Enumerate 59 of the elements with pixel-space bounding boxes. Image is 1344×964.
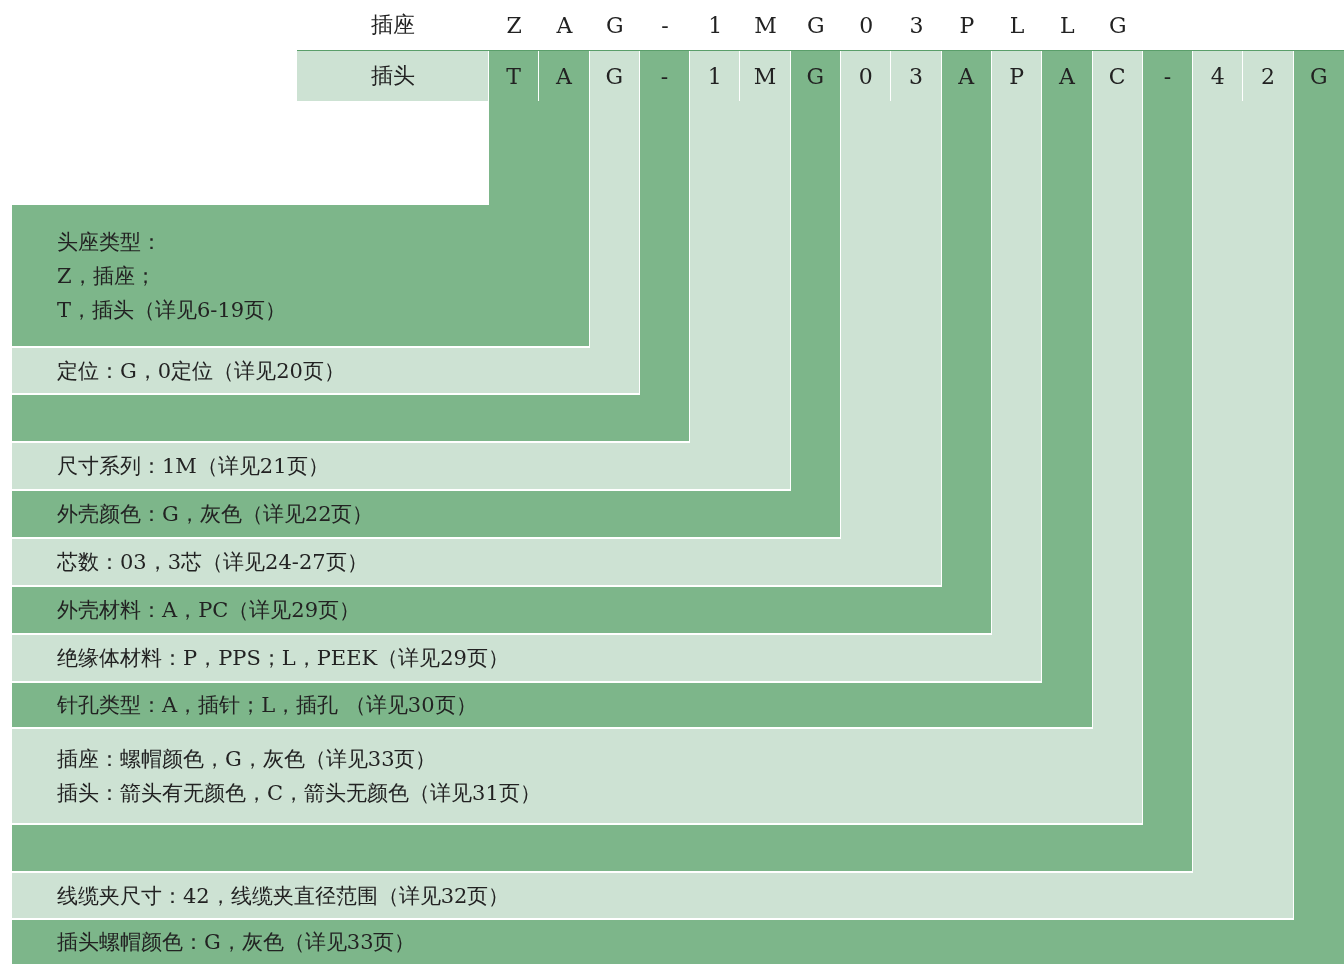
code-band (12, 920, 1344, 964)
row-title: 插座 (371, 11, 415, 39)
code-band (12, 873, 1293, 918)
code-letter: A (556, 12, 573, 38)
band-text: 尺寸系列：1M（详见21页） (57, 453, 330, 480)
header-cell: - (639, 51, 690, 101)
code-letter: - (661, 12, 669, 38)
code-letter: G (807, 12, 825, 38)
band-text: 外壳材料：A，PC（详见29页） (57, 597, 362, 624)
header-cell: G (790, 51, 841, 101)
band-bar (12, 825, 1193, 871)
code-band (12, 491, 841, 537)
code-letter: G (605, 12, 624, 38)
header-cell: A (539, 51, 589, 101)
band-text: 针孔类型：A，插针；L，插孔 （详见30页） (57, 692, 478, 719)
header-cell: 0 (841, 51, 891, 101)
band-text: T，插头（详见6-19页） (57, 296, 288, 324)
header-cell: 1 (690, 51, 740, 101)
code-letter: Z (506, 12, 522, 38)
band-text: 绝缘体材料：P，PPS；L，PEEK（详见29页） (57, 645, 510, 672)
code-band (12, 635, 1042, 681)
code-letter: L (1060, 12, 1075, 38)
code-letter: L (1009, 12, 1025, 38)
header-cell: 4 (1193, 51, 1243, 101)
band-text: 头座类型： (57, 228, 163, 256)
band-text: Z，插座； (57, 262, 157, 290)
header-cell: P (991, 51, 1042, 101)
header-cell: T (489, 51, 539, 101)
band-text: 插座：螺帽颜色，G，灰色（详见33页） (57, 746, 438, 773)
band-text: 外壳颜色：G，灰色（详见22页） (57, 501, 375, 528)
code-letter: M (754, 12, 777, 38)
header-cell: G (589, 51, 639, 101)
header-cell: G (1293, 51, 1344, 101)
header-cell: 2 (1243, 51, 1293, 101)
header-cell: A (1042, 51, 1092, 101)
band-text: 芯数：03，3芯（详见24-27页） (57, 549, 369, 576)
code-band (12, 683, 1092, 727)
code-band (12, 539, 941, 585)
code-band (12, 348, 639, 393)
code-letter: 1 (708, 12, 723, 38)
band-text: 插头螺帽颜色：G，灰色（详见33页） (57, 929, 417, 956)
band-text: 线缆夹尺寸：42，线缆夹直径范围（详见32页） (57, 882, 511, 910)
code-letter: 3 (909, 12, 924, 38)
code-band (12, 443, 790, 489)
header-cell: A (941, 51, 991, 101)
band-text: 定位：G，0定位（详见20页） (57, 357, 346, 385)
code-letter: 0 (859, 12, 874, 38)
code-band (12, 587, 991, 633)
code-letter: P (959, 12, 975, 38)
code-band (12, 729, 1142, 823)
code-band (12, 205, 589, 346)
header-cell: 插头 (297, 51, 488, 101)
header-cell: 3 (891, 51, 941, 101)
band-text: 插头：箭头有无颜色，C，箭头无颜色（详见31页） (57, 780, 542, 807)
header-cell: - (1142, 51, 1193, 101)
header-cell: C (1092, 51, 1142, 101)
header-cell: M (740, 51, 790, 101)
code-letter: G (1108, 12, 1127, 38)
band-bar (12, 395, 690, 441)
